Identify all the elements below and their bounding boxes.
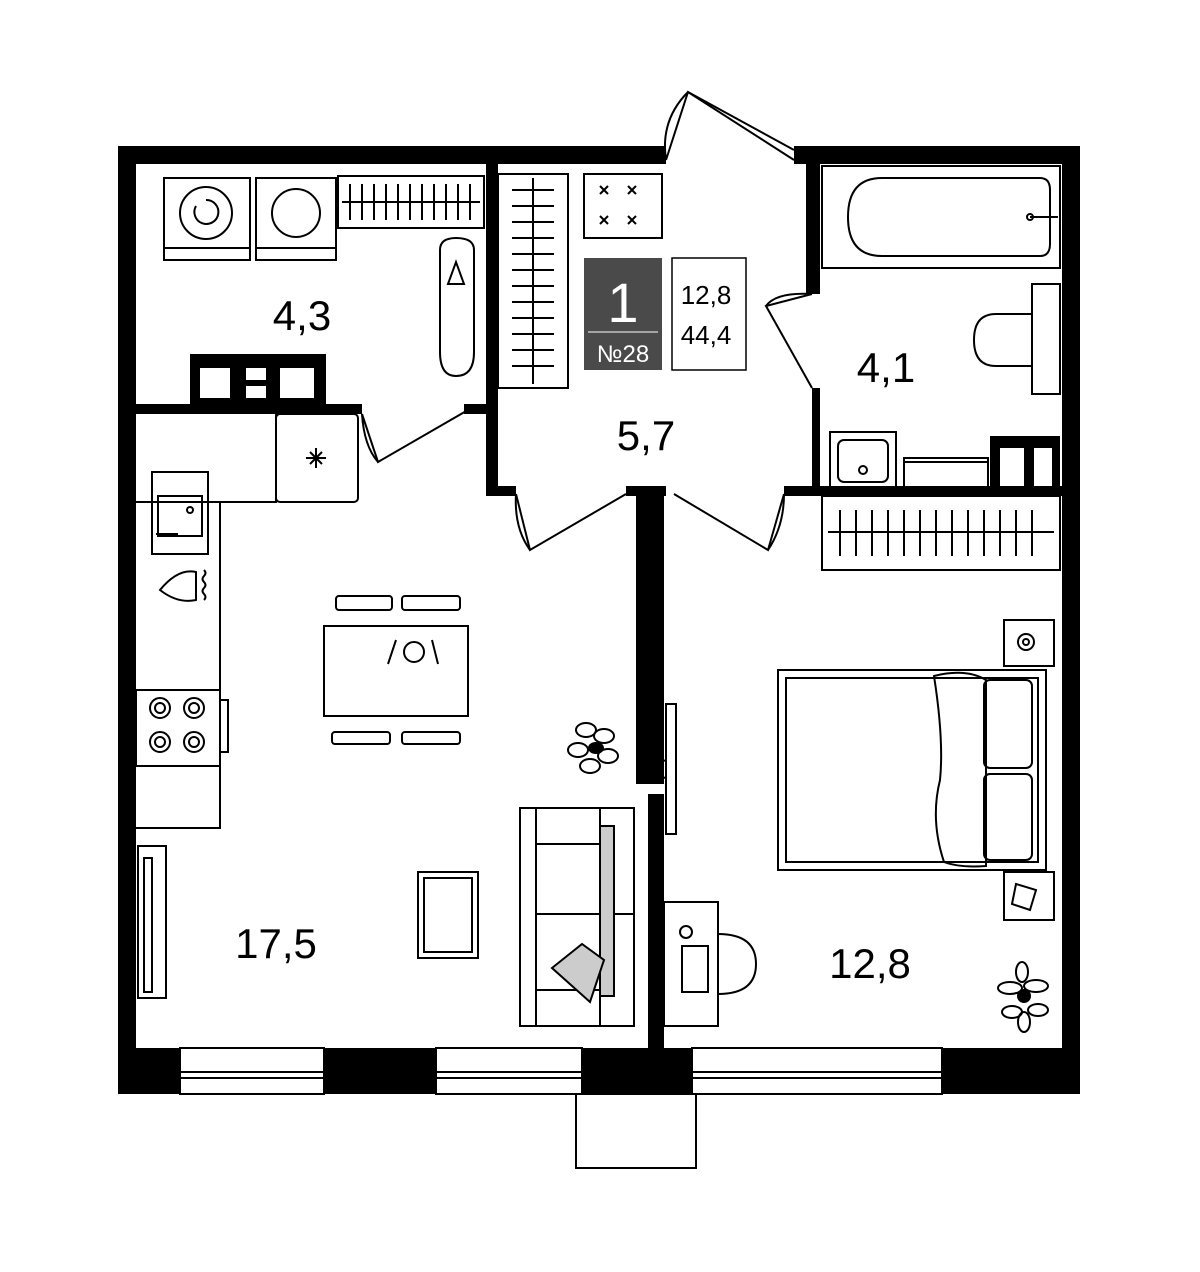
hall-area-label: 5,7: [617, 412, 675, 459]
card-area-box: [671, 257, 747, 371]
interior-walls: [136, 164, 1062, 1048]
tv-stand-icon: [137, 845, 167, 999]
mirror-icon: [655, 703, 677, 835]
apartment-number: №28: [597, 341, 649, 368]
bedroom: [655, 495, 1061, 1033]
nightstand-lamp-icon: [1003, 619, 1055, 667]
water-drop-icon: [158, 569, 207, 602]
washing-machine-icon: [163, 177, 251, 261]
laundry-area-label: 4,3: [273, 292, 331, 339]
doors: [361, 90, 813, 552]
desk-icon: [663, 901, 758, 1027]
shelf-rack-icon: [337, 175, 485, 229]
living-kitchen-area-label: 17,5: [235, 920, 317, 967]
sink-icon: [829, 431, 897, 489]
living-kitchen: [135, 413, 635, 1027]
nightstand-book-icon: [1003, 871, 1055, 921]
fridge-icon: [306, 448, 326, 468]
bathtub-icon: [821, 165, 1061, 269]
room-labels: 4,3 5,7 4,1 17,5 12,8: [235, 292, 915, 987]
dining-table-icon: [323, 595, 469, 745]
coffee-table-icon: [417, 871, 479, 959]
toilet-icon: [972, 283, 1061, 395]
total-area-value: 44,4: [681, 320, 732, 350]
bedroom-wardrobe-icon: [821, 495, 1061, 571]
windows: [179, 1047, 943, 1169]
ironing-board-icon: [439, 236, 475, 378]
rooms-count: 1: [607, 271, 638, 334]
dryer-icon: [255, 177, 337, 261]
kitchen-sink-icon: [151, 471, 209, 555]
bed-icon: [777, 669, 1047, 871]
bathroom-area-label: 4,1: [857, 344, 915, 391]
utility-shelf-icon: [990, 436, 1060, 490]
bedroom-plant-icon: [997, 961, 1049, 1033]
hall: 1 №28 12,8 44,4: [497, 173, 747, 389]
washing-cabinet-icon: [903, 457, 989, 489]
storage-shelf-icon: [190, 354, 326, 406]
living-area-value: 12,8: [681, 280, 732, 310]
laundry-room: [163, 175, 485, 406]
sofa-icon: [519, 807, 635, 1027]
card-background: [584, 258, 662, 370]
apartment-info-card: 1 №28 12,8 44,4: [584, 257, 747, 371]
kitchen-counter-icon: [136, 413, 359, 829]
plant-icon: [567, 722, 619, 774]
bedroom-area-label: 12,8: [829, 940, 911, 987]
shoe-rack-icon: [583, 173, 663, 239]
wardrobe-icon: [497, 173, 569, 389]
bathroom: [821, 165, 1061, 490]
stove-icon: [135, 689, 229, 767]
